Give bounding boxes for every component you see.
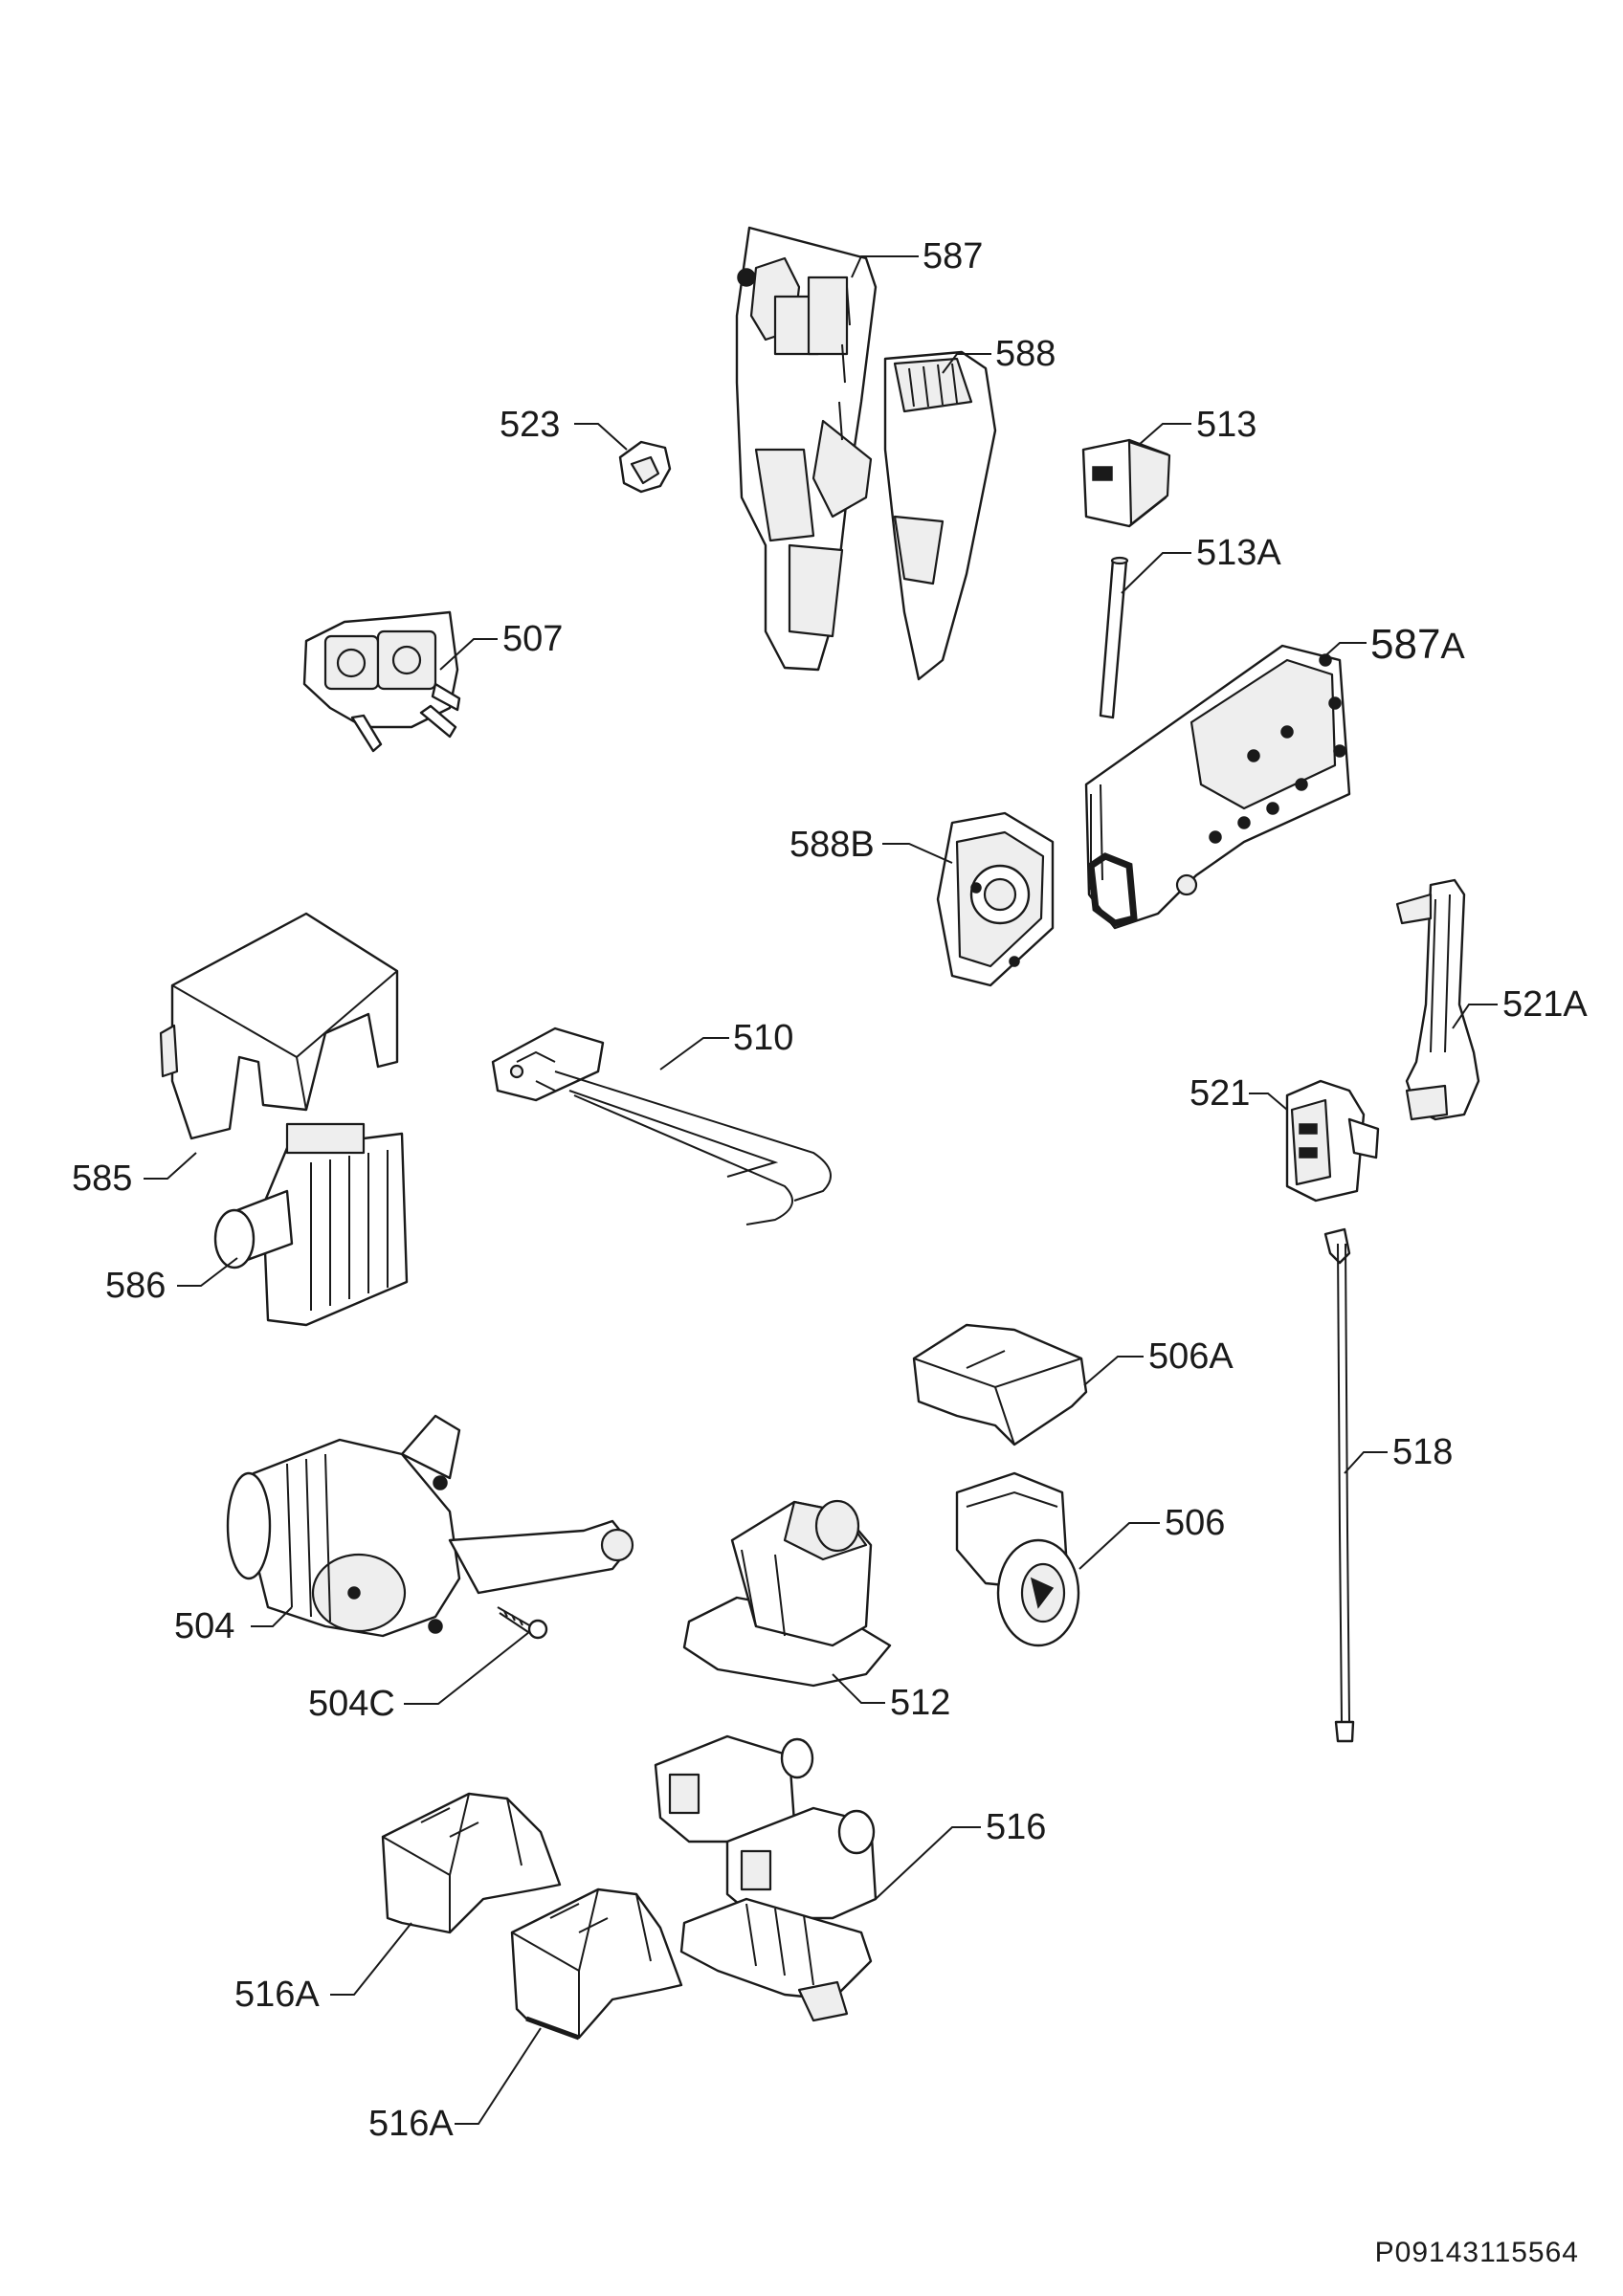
- part-504-motor: [226, 1414, 634, 1638]
- part-507-inlet-valve: [302, 610, 461, 753]
- leader-510: [659, 1037, 729, 1071]
- label-510: 510: [733, 1018, 793, 1058]
- label-587: 587: [923, 236, 983, 276]
- part-506A-pump-cover: [912, 1323, 1088, 1446]
- label-504C: 504C: [308, 1684, 395, 1724]
- part-588B-pressure-switch: [936, 811, 1055, 987]
- part-516-pump-assembly: [654, 1734, 878, 2022]
- document-code: P09143115564: [1374, 2237, 1579, 2268]
- part-587A-control-panel: [1084, 644, 1351, 930]
- leader-513: [1138, 423, 1191, 446]
- leader-516A-1: [330, 1922, 412, 1996]
- part-506-drain-pump: [955, 1471, 1080, 1647]
- knob-holes: [1209, 653, 1346, 844]
- leader-588B: [882, 843, 953, 864]
- leader-516: [875, 1826, 981, 1900]
- leader-512: [832, 1673, 885, 1704]
- part-516A-cover-lower: [510, 1888, 683, 2041]
- label-507: 507: [502, 619, 563, 659]
- leader-513A: [1121, 552, 1191, 594]
- part-labels: 587 588 523 513 513A 507 587A 588B 510 5…: [72, 236, 1588, 2144]
- leader-588: [942, 353, 991, 374]
- label-512: 512: [890, 1683, 950, 1723]
- leader-587A: [1320, 642, 1367, 661]
- leader-518: [1344, 1451, 1388, 1474]
- part-512-filter-cover: [682, 1499, 892, 1688]
- leader-506A: [1083, 1356, 1144, 1386]
- leader-587: [851, 255, 919, 278]
- part-586-motor-module: [213, 1122, 409, 1327]
- part-516A-cover-upper: [381, 1792, 562, 1934]
- leader-507: [439, 638, 498, 671]
- label-506: 506: [1165, 1503, 1225, 1543]
- part-504C-screw: [497, 1606, 548, 1640]
- label-516A-lower: 516A: [368, 2104, 454, 2144]
- part-510-heating-element: [491, 1027, 832, 1225]
- leader-lines: [144, 255, 1498, 2125]
- leader-516A-2: [455, 2027, 542, 2125]
- label-506A: 506A: [1148, 1336, 1234, 1377]
- label-521: 521: [1189, 1073, 1250, 1114]
- leader-506: [1078, 1522, 1160, 1570]
- label-523: 523: [500, 405, 560, 445]
- label-518: 518: [1392, 1432, 1453, 1472]
- leader-504: [251, 1606, 293, 1627]
- label-587A-number: 587: [1370, 621, 1440, 668]
- part-585-cover: [159, 912, 399, 1140]
- leader-523: [574, 423, 628, 451]
- label-585: 585: [72, 1159, 132, 1199]
- label-516: 516: [986, 1807, 1046, 1847]
- leader-521A: [1452, 1004, 1498, 1029]
- label-521A: 521A: [1502, 984, 1588, 1025]
- leader-521: [1249, 1093, 1288, 1111]
- label-586: 586: [105, 1266, 166, 1306]
- label-516A-upper: 516A: [234, 1975, 320, 2015]
- leader-504C: [404, 1631, 530, 1705]
- part-523-clip: [618, 440, 672, 494]
- part-513A-rod: [1099, 556, 1129, 719]
- label-588: 588: [995, 334, 1056, 374]
- part-518-cable: [1323, 1227, 1355, 1743]
- part-588-board-holder: [883, 350, 997, 681]
- part-587-control-board: [735, 226, 878, 672]
- leader-585: [144, 1152, 197, 1180]
- label-588B: 588B: [789, 825, 875, 865]
- part-513-relay: [1081, 438, 1171, 528]
- label-513A: 513A: [1196, 533, 1281, 573]
- label-587A-suffix: A: [1440, 627, 1465, 667]
- label-587A: 587A: [1370, 621, 1465, 668]
- label-504: 504: [174, 1606, 234, 1646]
- leader-586: [177, 1257, 238, 1287]
- part-521-door-lock: [1285, 1079, 1380, 1203]
- label-513: 513: [1196, 405, 1256, 445]
- part-521A-bracket: [1395, 878, 1480, 1121]
